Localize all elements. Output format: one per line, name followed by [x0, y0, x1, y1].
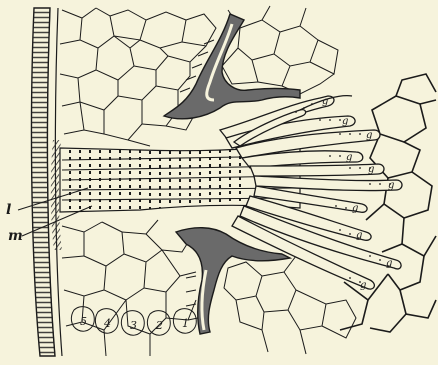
- cell-mark: g: [360, 280, 366, 291]
- cell-mark: g: [352, 203, 358, 214]
- cell-mark: g: [346, 152, 352, 163]
- cell-mark: g: [356, 230, 362, 241]
- label-layer-2: 2: [155, 319, 163, 332]
- cell-mark: g: [368, 164, 374, 175]
- cell-mark: g: [322, 96, 328, 107]
- label-layer-4: 4: [103, 317, 111, 330]
- label-layer-3: 3: [130, 319, 137, 332]
- label-layer-1: 1: [182, 317, 189, 330]
- cell-mark: g: [388, 180, 394, 191]
- cell-mark: g: [366, 130, 372, 141]
- label-l: l: [6, 202, 11, 218]
- cell-mark: g: [342, 116, 348, 127]
- label-m: m: [8, 228, 23, 244]
- cell-mark: g: [386, 258, 392, 269]
- label-layer-5: 5: [80, 315, 87, 328]
